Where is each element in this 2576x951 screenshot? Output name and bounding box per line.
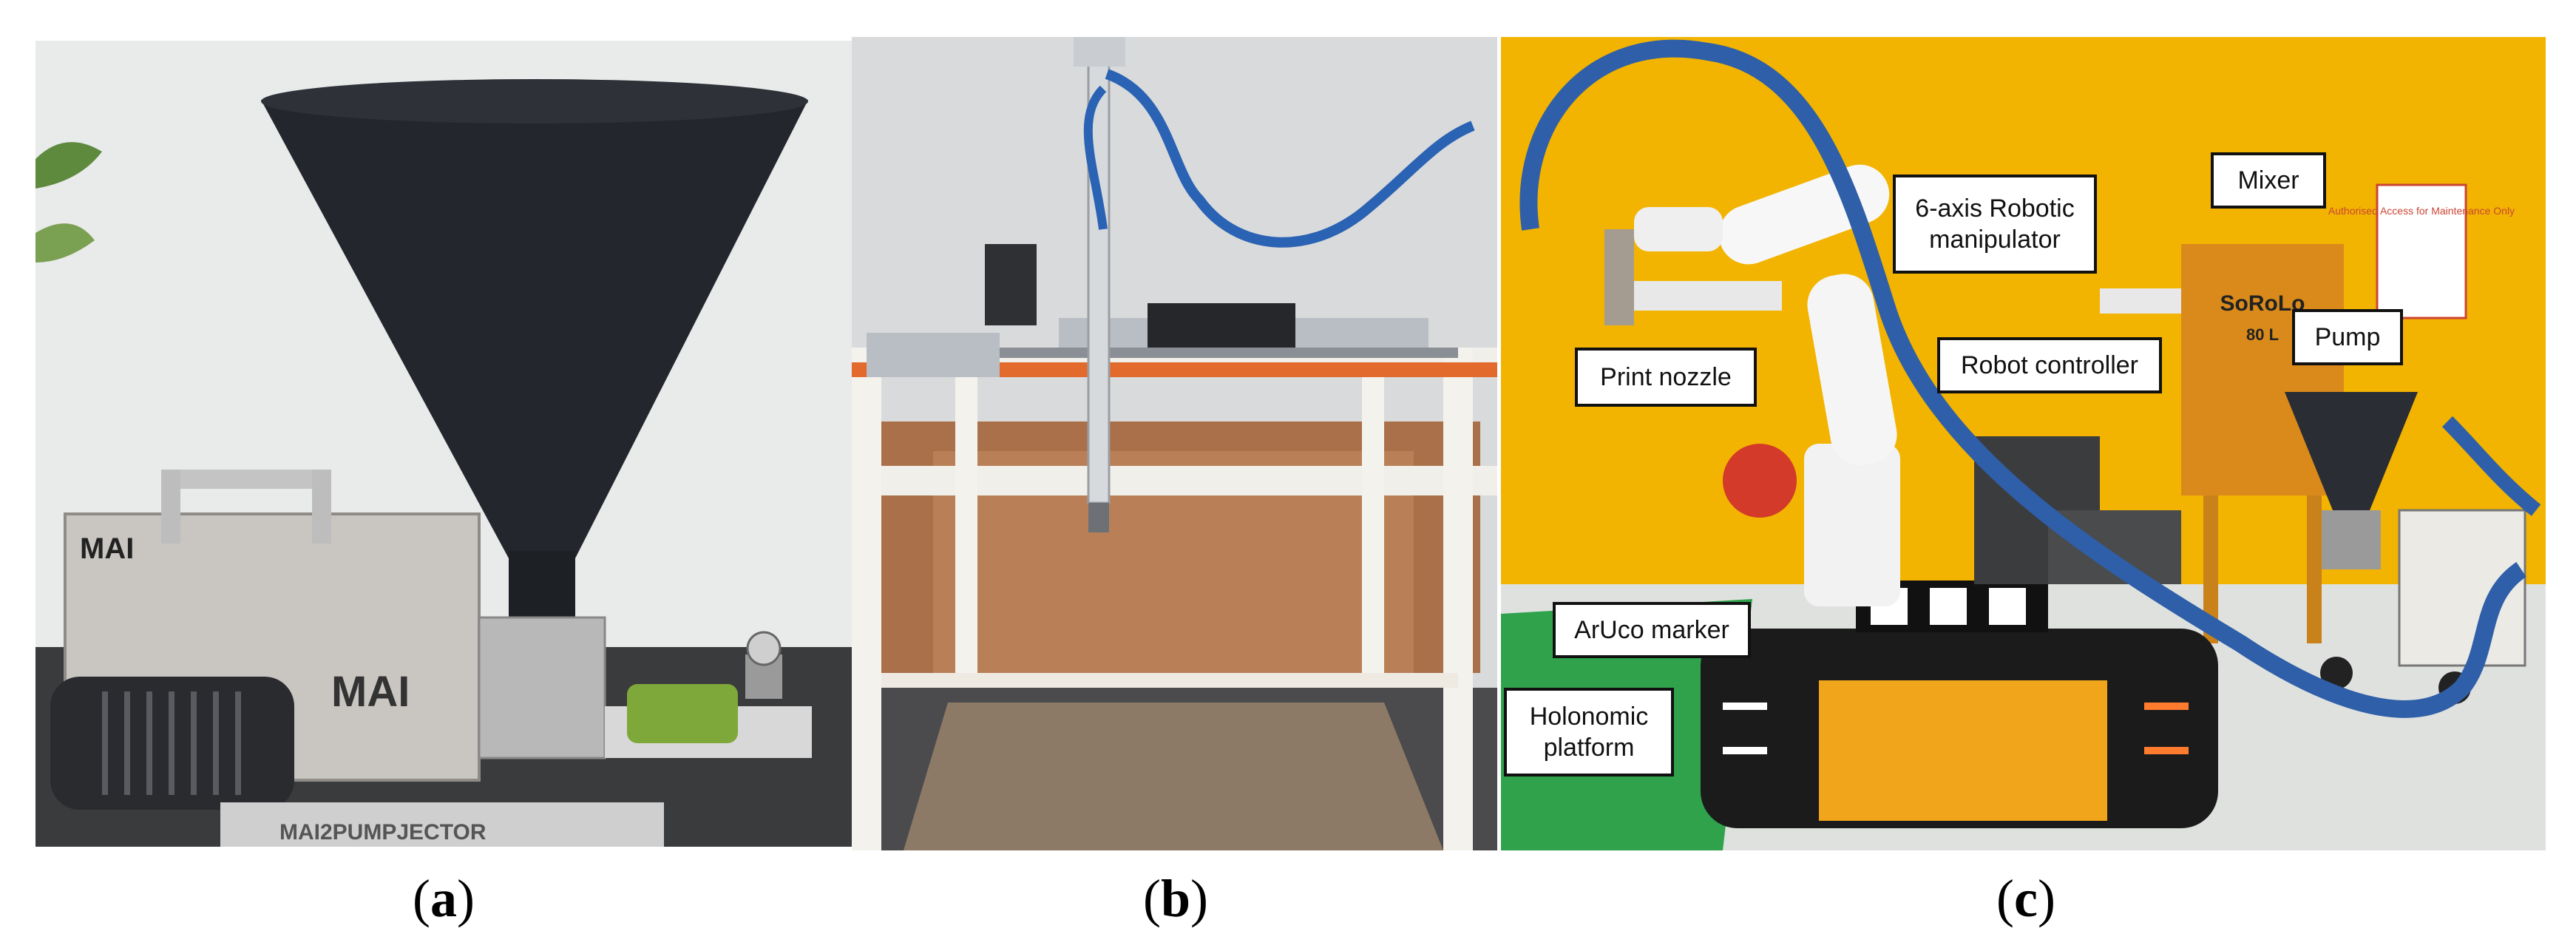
callout-mixer: Mixer: [2211, 152, 2326, 209]
caption-a-close: ): [457, 869, 475, 928]
mobile-printing-robot-illustration: Authorised Access for Maintenance Only S…: [1501, 37, 2546, 850]
brand-large-label: MAI: [331, 668, 410, 716]
mixer-brand-text: SoRoLo: [2220, 291, 2305, 316]
caption-b-letter: b: [1160, 869, 1191, 928]
caption-c-open: (: [1996, 869, 2015, 928]
callout-aruco-marker: ArUco marker: [1553, 602, 1751, 658]
callout-holonomic-platform: Holonomic platform: [1504, 688, 1674, 776]
caption-b-close: ): [1190, 869, 1208, 928]
caption-b-open: (: [1142, 869, 1161, 928]
caption-b: (b): [1102, 865, 1250, 932]
callout-print-nozzle: Print nozzle: [1575, 348, 1757, 407]
base-product-label: MAI2PUMPJECTOR: [279, 820, 487, 845]
mixer-capacity-text: 80 L: [2246, 325, 2279, 344]
caption-c-close: ): [2037, 869, 2055, 928]
caption-a-open: (: [413, 869, 430, 928]
mortar-pump-illustration: MAI MAI MAI2PUMPJECTOR: [35, 41, 852, 847]
maintenance-sign-text: Authorised Access for Maintenance Only: [2328, 205, 2515, 217]
callout-manipulator: 6-axis Robotic manipulator: [1893, 175, 2097, 274]
caption-a: (a): [370, 865, 518, 932]
callout-robot-controller: Robot controller: [1937, 337, 2162, 393]
gantry-printer-illustration: [852, 37, 1497, 850]
caption-a-letter: a: [430, 869, 457, 928]
caption-c-letter: c: [2014, 869, 2038, 928]
panel-b-photo: [852, 37, 1497, 850]
callout-pump: Pump: [2292, 309, 2403, 365]
brand-small-label: MAI: [80, 532, 134, 565]
panel-a-photo: MAI MAI MAI2PUMPJECTOR: [35, 41, 852, 847]
caption-c: (c): [1952, 865, 2100, 932]
panel-c-photo: Authorised Access for Maintenance Only S…: [1501, 37, 2546, 850]
